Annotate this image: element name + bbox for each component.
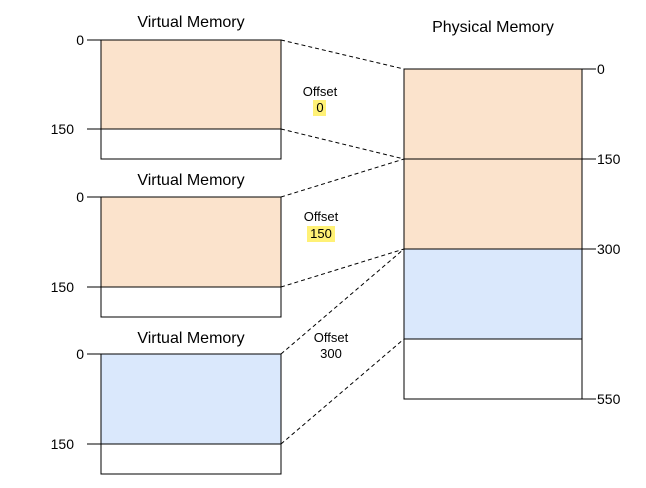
offset-annotation-3: Offset Offset 300 300 bbox=[312, 328, 351, 363]
mapping-line-vm3-bottom bbox=[280, 338, 405, 445]
offset-1-label: Offset bbox=[303, 84, 338, 99]
physical-memory-title: Physical Memory bbox=[432, 19, 554, 36]
virtual-memory-3-title: Virtual Memory bbox=[137, 330, 244, 347]
physical-memory-segment-1 bbox=[403, 68, 583, 160]
offset-1-highlight bbox=[313, 100, 326, 116]
virtual-memory-2-free-region bbox=[100, 286, 282, 318]
offset-annotation-2: Offset 150 bbox=[304, 209, 339, 242]
virtual-memory-2-used-region bbox=[100, 196, 282, 288]
offset-3-label-halo: Offset bbox=[314, 330, 349, 345]
mapping-line-vm3-top bbox=[280, 248, 405, 355]
offset-3-value-halo: 300 bbox=[320, 346, 342, 361]
physical-memory-segment-2 bbox=[403, 158, 583, 250]
physical-memory-label-550: 550 bbox=[597, 391, 621, 407]
offset-2-value: 150 bbox=[310, 226, 332, 241]
physical-memory-label-300: 300 bbox=[597, 241, 621, 257]
physical-memory: Physical Memory 0 150 300 550 bbox=[403, 19, 621, 407]
offset-3-label: Offset bbox=[314, 330, 349, 345]
physical-memory-label-0: 0 bbox=[597, 61, 605, 77]
mapping-line-vm2-top bbox=[280, 158, 405, 198]
virtual-memory-3: Virtual Memory 0 150 bbox=[51, 330, 282, 475]
offset-2-highlight bbox=[307, 226, 335, 242]
virtual-memory-2: Virtual Memory 0 150 bbox=[51, 172, 282, 318]
offset-annotation-1: Offset 0 bbox=[303, 84, 338, 116]
virtual-memory-1-label-bottom: 150 bbox=[51, 121, 75, 137]
physical-memory-segment-3 bbox=[403, 248, 583, 340]
virtual-memory-2-label-bottom: 150 bbox=[51, 279, 75, 295]
mapping-line-vm1-bottom bbox=[280, 128, 405, 160]
virtual-memory-3-label-bottom: 150 bbox=[51, 436, 75, 452]
virtual-memory-1-used-region bbox=[100, 39, 282, 130]
offset-3-value: 300 bbox=[320, 346, 342, 361]
mapping-lines bbox=[280, 39, 405, 445]
virtual-memory-2-title: Virtual Memory bbox=[137, 172, 244, 189]
virtual-memory-1-title: Virtual Memory bbox=[137, 14, 244, 31]
offset-2-label: Offset bbox=[304, 209, 339, 224]
mapping-line-vm2-bottom bbox=[280, 248, 405, 288]
physical-memory-label-150: 150 bbox=[597, 151, 621, 167]
virtual-memory-2-label-top: 0 bbox=[76, 189, 84, 205]
virtual-memory-3-used-region bbox=[100, 353, 282, 445]
physical-memory-free-region bbox=[403, 338, 583, 400]
virtual-memory-3-label-top: 0 bbox=[76, 346, 84, 362]
virtual-memory-1-free-region bbox=[100, 128, 282, 160]
mapping-line-vm1-top bbox=[280, 39, 405, 70]
virtual-memory-3-free-region bbox=[100, 443, 282, 475]
offset-1-value: 0 bbox=[316, 100, 323, 115]
virtual-memory-1-label-top: 0 bbox=[76, 32, 84, 48]
virtual-memory-1: Virtual Memory 0 150 bbox=[51, 14, 282, 160]
